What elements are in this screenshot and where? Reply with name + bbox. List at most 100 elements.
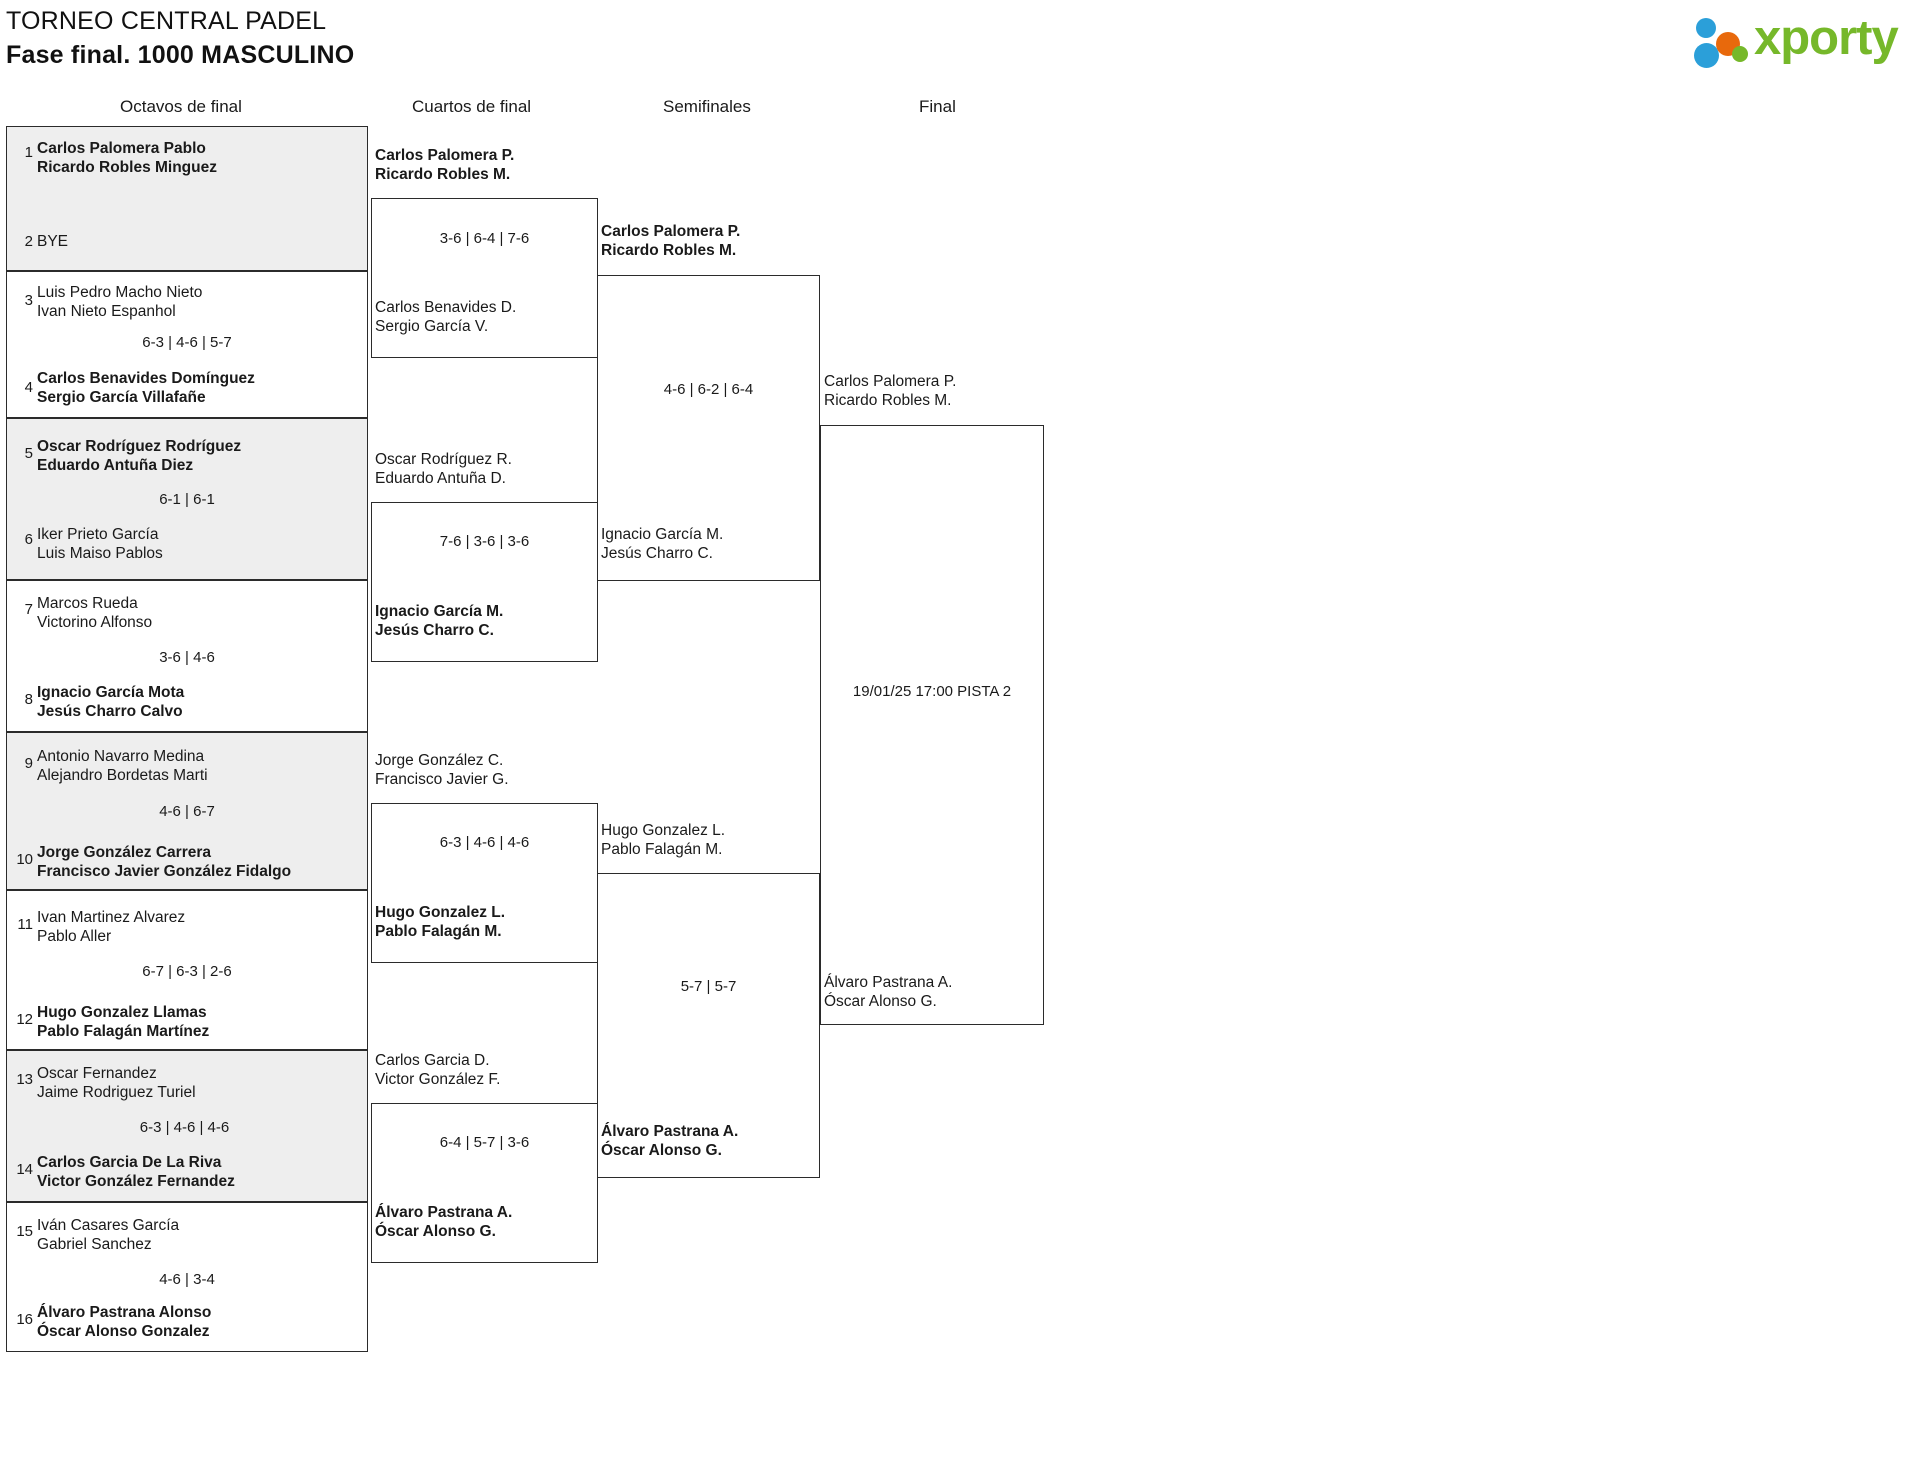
team-name-line2: Eduardo Antuña D. [375,470,506,487]
match-score: 3-6 | 6-4 | 7-6 [439,230,530,247]
team-name-line2: Pablo Aller [37,928,112,945]
logo-wordmark: xporty [1754,11,1899,65]
match-score: 4-6 | 6-7 [159,803,215,820]
xporty-logo: xporty [1690,8,1910,68]
team-name-line2: Óscar Alonso G. [375,1223,496,1240]
team-name-line2: Gabriel Sanchez [37,1236,152,1253]
team-name-line1: Oscar Rodríguez Rodríguez [37,438,242,455]
r16-match-3[interactable]: 5 Oscar Rodríguez Rodríguez Eduardo Antu… [6,418,368,580]
seed-number: 11 [17,916,33,933]
team-name-line1: Álvaro Pastrana A. [601,1123,739,1140]
team-name-line2: Pablo Falagán M. [601,841,723,858]
seed-number: 9 [24,755,33,772]
team-name-line1: Luis Pedro Macho Nieto [37,284,203,301]
r16-match-4[interactable]: 7 Marcos Rueda Victorino Alfonso 3-6 | 4… [6,580,368,732]
logo-dot-blue-large-icon [1694,43,1719,68]
r16-match-8[interactable]: 15 Iván Casares García Gabriel Sanchez 4… [6,1202,368,1352]
team-name-line1: Jorge González C. [375,752,504,769]
seed-number: 4 [24,379,33,396]
r16-match-5[interactable]: 9 Antonio Navarro Medina Alejandro Borde… [6,732,368,890]
team-name-line1: Carlos Palomera P. [375,147,515,164]
match-score: 5-7 | 5-7 [680,978,737,995]
seed-number: 14 [16,1161,33,1178]
team-name-line2: Victor González Fernandez [37,1173,235,1190]
team-name-line1: Carlos Garcia De La Riva [37,1154,222,1171]
seed-number: 15 [16,1223,33,1240]
logo-dot-green-small-icon [1732,46,1748,62]
team-name-line2: Luis Maiso Pablos [37,545,163,562]
seed-number: 5 [24,445,33,462]
r16-match-1[interactable]: 1 Carlos Palomera Pablo Ricardo Robles M… [6,126,368,271]
team-name-line1: Oscar Fernandez [37,1065,157,1082]
team-name-line2: Francisco Javier G. [375,771,509,788]
r16-match-7[interactable]: 13 Oscar Fernandez Jaime Rodriguez Turie… [6,1050,368,1202]
team-name-line2: Ivan Nieto Espanhol [37,303,176,320]
team-name-line2: Óscar Alonso G. [601,1142,722,1159]
team-name-line1: Iker Prieto García [37,526,159,543]
final-schedule: 19/01/25 17:00 PISTA 2 [852,683,1012,700]
match-score: 6-1 | 6-1 [159,491,215,508]
r16-match-2[interactable]: 3 Luis Pedro Macho Nieto Ivan Nieto Espa… [6,271,368,418]
team-name-line2: Jesús Charro C. [375,622,494,639]
team-name-line2: Pablo Falagán Martínez [37,1023,210,1040]
team-name-line1: Hugo Gonzalez L. [601,822,726,839]
team-name-line2: Francisco Javier González Fidalgo [37,863,292,880]
seed-number: 10 [16,851,33,868]
match-score: 4-6 | 3-4 [159,1271,215,1288]
team-name-line2: Victorino Alfonso [37,614,153,631]
seed-number: 13 [16,1071,33,1088]
team-name-line1: Antonio Navarro Medina [37,748,205,765]
team-name-line2: Óscar Alonso Gonzalez [37,1323,210,1340]
match-score: 6-4 | 5-7 | 3-6 [439,1134,530,1151]
page-title: TORNEO CENTRAL PADEL Fase final. 1000 MA… [6,4,354,72]
team-name-line1: Ignacio García Mota [37,684,185,701]
team-name-line1: Carlos Palomera P. [824,373,957,390]
seed-number: 2 [24,233,33,250]
team-name-line1: BYE [37,233,69,250]
logo-dot-blue-small-icon [1696,18,1716,38]
match-score: 4-6 | 6-2 | 6-4 [663,381,754,398]
team-name-line1: Carlos Palomera P. [601,223,741,240]
team-name-line2: Ricardo Robles M. [824,392,952,409]
seed-number: 6 [24,531,33,548]
team-name-line2: Eduardo Antuña Diez [37,457,194,474]
seed-number: 1 [24,144,33,161]
sf-connector-box [597,873,820,1178]
match-score: 6-3 | 4-6 | 5-7 [142,334,232,351]
team-name-line1: Jorge González Carrera [37,844,212,861]
match-score: 6-3 | 4-6 | 4-6 [139,1119,230,1136]
team-name-line1: Álvaro Pastrana A. [824,974,953,991]
round-header-final: Final [919,97,956,116]
qf-connector-box [371,502,598,662]
team-name-line1: Álvaro Pastrana A. [375,1204,513,1221]
team-name-line2: Ricardo Robles Minguez [37,159,217,176]
team-name-line1: Carlos Garcia D. [375,1052,490,1069]
seed-number: 8 [24,691,33,708]
match-score: 3-6 | 4-6 [159,649,215,666]
team-name-line2: Jesús Charro Calvo [37,703,183,720]
tournament-name: TORNEO CENTRAL PADEL [6,7,327,35]
team-name-line1: Carlos Palomera Pablo [37,140,206,157]
team-name-line2: Victor González F. [375,1071,501,1088]
logo-dots-icon [1690,8,1776,68]
final-connector-box [820,425,1044,1025]
seed-number: 7 [24,601,33,618]
seed-number: 3 [24,292,33,309]
match-score: 6-7 | 6-3 | 2-6 [142,963,232,980]
sf-connector-box [597,275,820,581]
team-name-line1: Hugo Gonzalez L. [375,904,506,921]
team-name-line1: Oscar Rodríguez R. [375,451,512,468]
team-name-line1: Ignacio García M. [601,526,724,543]
team-name-line2: Pablo Falagán M. [375,923,502,940]
team-name-line1: Álvaro Pastrana Alonso [37,1304,212,1321]
team-name-line1: Carlos Benavides D. [375,299,517,316]
team-name-line2: Alejandro Bordetas Marti [37,767,208,784]
r16-match-6[interactable]: 11 Ivan Martinez Alvarez Pablo Aller 6-7… [6,890,368,1050]
team-name-line1: Hugo Gonzalez Llamas [37,1004,207,1021]
team-name-line2: Jaime Rodriguez Turiel [37,1084,196,1101]
team-name-line1: Ignacio García M. [375,603,504,620]
team-name-line1: Ivan Martinez Alvarez [37,909,186,926]
team-name-line1: Marcos Rueda [37,595,138,612]
team-name-line2: Sergio García V. [375,318,489,335]
team-name-line2: Óscar Alonso G. [824,993,937,1010]
